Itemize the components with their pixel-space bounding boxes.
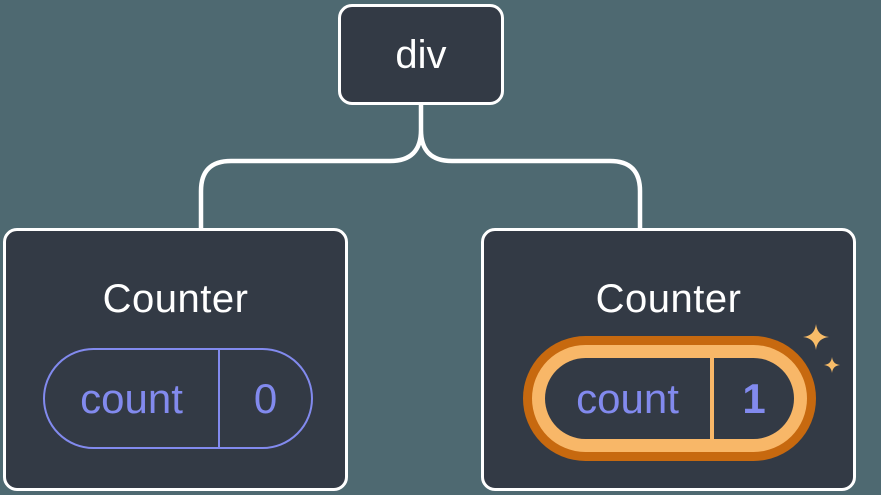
state-pill-highlighted: count 1	[545, 358, 794, 439]
counter-title: Counter	[102, 277, 249, 321]
state-value-segment: 0	[218, 350, 311, 447]
sparkle-icon	[824, 357, 840, 373]
root-node-label: div	[395, 32, 447, 77]
state-value-segment: 1	[710, 358, 794, 439]
sparkle-icon	[803, 324, 829, 350]
highlight-ring-outer: count 1	[523, 336, 816, 461]
highlight-ring-inner: count 1	[532, 345, 807, 452]
state-value: 0	[253, 374, 278, 422]
state-key-segment: count	[45, 350, 218, 447]
state-key-label: count	[576, 374, 679, 422]
state-value: 1	[742, 374, 766, 422]
counter-card-left: Counter count 0	[3, 228, 348, 491]
root-node-div: div	[338, 4, 504, 105]
state-pill: count 0	[43, 348, 313, 449]
counter-card-right: Counter count 1	[481, 228, 856, 491]
state-key-segment: count	[545, 358, 710, 439]
counter-title: Counter	[595, 277, 742, 321]
state-key-label: count	[80, 374, 183, 422]
